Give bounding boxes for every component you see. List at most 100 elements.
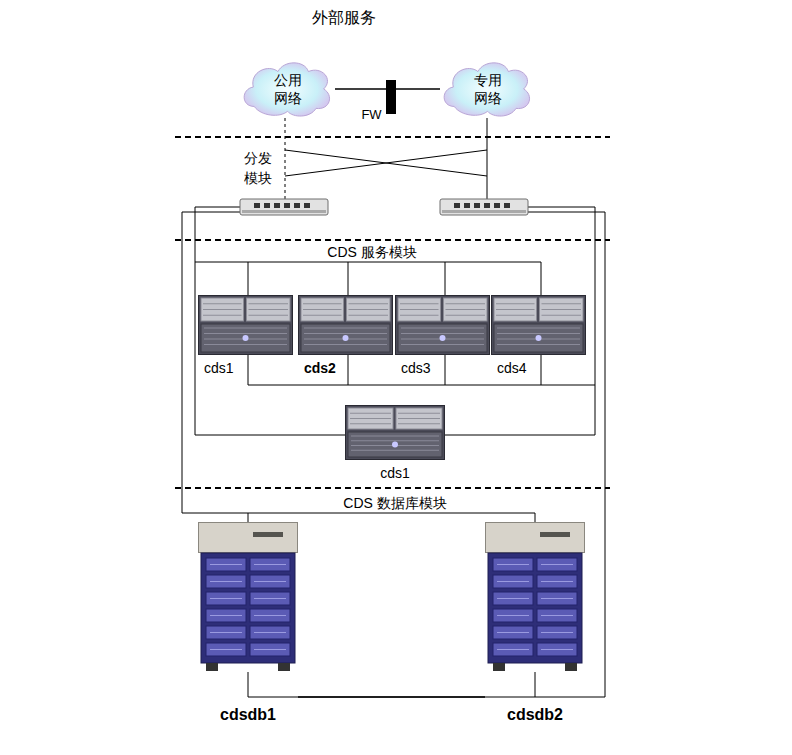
server-picture — [198, 295, 293, 355]
drive-panel — [347, 298, 391, 321]
bay-handle — [254, 564, 286, 565]
cabinet-foot — [278, 663, 290, 671]
bay-handle — [210, 632, 242, 633]
uplink-wire — [285, 118, 286, 199]
server-chassis — [199, 296, 293, 355]
bay-handle — [541, 581, 573, 582]
drive-bay — [537, 558, 577, 571]
drive-bay — [250, 592, 290, 605]
drive-bay — [537, 575, 577, 588]
cloud-shape — [240, 58, 335, 120]
server-chassis — [299, 296, 393, 355]
server-picture — [298, 295, 393, 355]
panel-stripe — [203, 315, 242, 316]
bezel-stripe — [497, 328, 580, 329]
network-switch — [240, 199, 328, 215]
panel-stripe — [542, 315, 582, 316]
cabinet-top — [486, 523, 585, 553]
db-stub — [535, 513, 536, 522]
vendor-logo — [243, 335, 249, 341]
cabinet-body — [201, 553, 295, 663]
lan-wire — [248, 212, 605, 697]
switch-body — [240, 199, 328, 215]
front-bezel — [201, 324, 290, 352]
cabinet-foot — [565, 663, 577, 671]
drive-panel — [348, 408, 393, 429]
cross-wire — [285, 150, 487, 176]
db-stub — [248, 672, 249, 697]
panel-stripe — [349, 309, 389, 310]
bezel-stripe — [204, 333, 287, 334]
drive-bay — [537, 609, 577, 622]
panel-stripe — [542, 303, 582, 304]
bay-handle — [541, 615, 573, 616]
drive-panel — [201, 298, 244, 321]
drive-bay — [537, 643, 577, 656]
panel-stripe — [398, 413, 440, 414]
bezel-stripe — [304, 328, 387, 329]
switch-strip — [242, 210, 326, 213]
bezel-stripe — [304, 333, 387, 334]
bezel-stripe — [351, 450, 439, 451]
bezel-stripe — [204, 328, 287, 329]
cloud-shape — [440, 58, 535, 120]
bay-handle — [497, 649, 529, 650]
lan-wire — [182, 212, 535, 513]
network-name: 专用 网络 — [471, 71, 503, 107]
bay-handle — [210, 649, 242, 650]
server-bus — [248, 385, 595, 386]
network-name: 公用 网络 — [271, 71, 303, 107]
drive-panel — [301, 298, 344, 321]
bezel-stripe — [304, 344, 387, 345]
network-link — [298, 696, 485, 698]
bay-handle — [254, 649, 286, 650]
host-name: cds1 — [345, 465, 445, 482]
drive-bay — [250, 626, 290, 639]
drive-bay — [250, 609, 290, 622]
panel-stripe — [496, 315, 535, 316]
bay-handle — [210, 564, 242, 565]
drive-bay — [206, 609, 246, 622]
bus-stub — [445, 262, 446, 295]
switch-body — [440, 199, 528, 215]
server-node: cds4 — [491, 295, 586, 377]
panel-stripe — [446, 315, 486, 316]
bay-handle — [541, 564, 573, 565]
switch-port — [484, 203, 490, 208]
bay-handle — [254, 581, 286, 582]
drive-slot — [253, 532, 283, 537]
panel-stripe — [303, 309, 342, 310]
drive-panel — [494, 298, 537, 321]
panel-stripe — [542, 309, 582, 310]
bay-handle — [254, 615, 286, 616]
db-stub — [535, 672, 536, 697]
switch-strip — [442, 210, 526, 213]
bay-handle — [497, 564, 529, 565]
drive-bay — [250, 643, 290, 656]
panel-stripe — [303, 303, 342, 304]
panel-stripe — [203, 303, 242, 304]
bezel-stripe — [497, 333, 580, 334]
drive-panel — [444, 298, 488, 321]
bay-handle — [497, 615, 529, 616]
module-label: CDS 服务模块 — [324, 244, 419, 261]
module-label: CDS 数据库模块 — [340, 495, 449, 512]
network-switch — [440, 199, 528, 215]
server-node: cds2 — [298, 295, 393, 377]
edge-label: FW — [359, 107, 383, 122]
server-picture — [491, 295, 586, 355]
switch-port — [504, 203, 510, 208]
module-divider — [175, 136, 610, 138]
bezel-stripe — [401, 333, 484, 334]
cabinet-top — [199, 523, 298, 553]
panel-stripe — [496, 309, 535, 310]
module-divider — [175, 239, 610, 241]
drive-bay — [493, 558, 533, 571]
drive-slot — [540, 532, 570, 537]
cloud-outline — [244, 63, 329, 116]
front-bezel — [348, 432, 442, 457]
drive-bay — [250, 575, 290, 588]
